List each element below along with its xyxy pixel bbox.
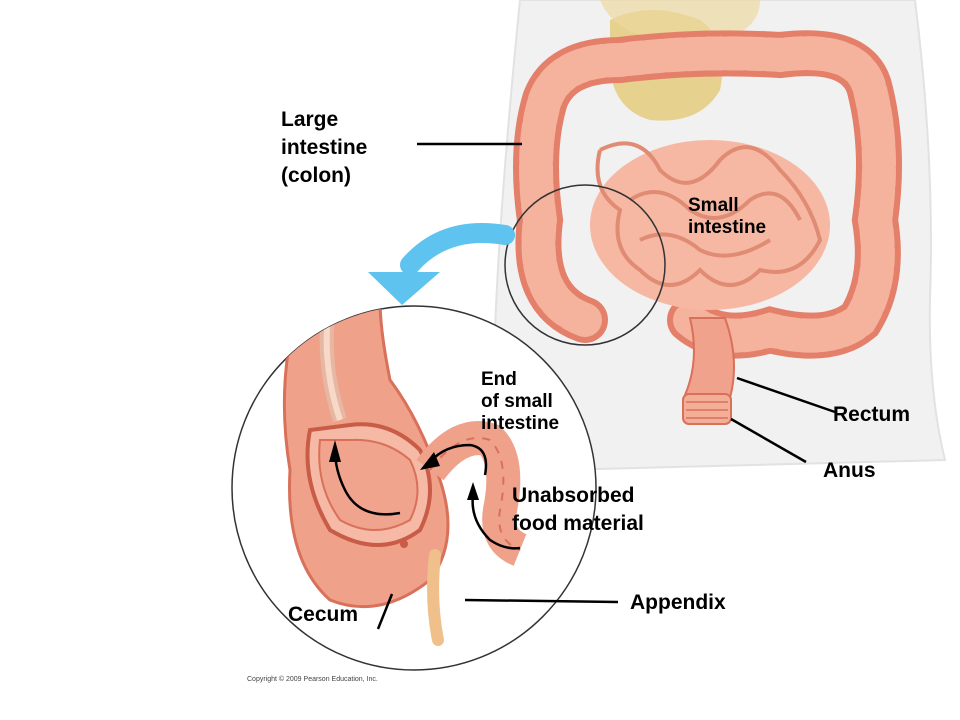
label-line: intestine <box>688 217 767 238</box>
label-unabsorbed-food: Unabsorbed food material <box>512 482 644 538</box>
label-line: food material <box>512 512 644 535</box>
label-small-intestine: Small intestine <box>688 195 766 239</box>
leader-lines <box>376 142 836 630</box>
label-large-intestine: Large intestine (colon) <box>281 106 367 190</box>
copyright-notice: Copyright © 2009 Pearson Education, Inc. <box>247 676 378 683</box>
large-intestine <box>513 30 902 359</box>
label-line: of small <box>481 391 553 412</box>
label-line: intestine <box>481 413 560 434</box>
label-appendix: Appendix <box>630 591 726 614</box>
label-rectum: Rectum <box>833 403 911 426</box>
label-line: Unabsorbed <box>512 484 635 507</box>
label-line: intestine <box>281 136 368 159</box>
label-end-small-intestine: End of small intestine <box>481 369 559 435</box>
label-line: End <box>481 369 517 390</box>
anus <box>682 393 732 425</box>
label-line: (colon) <box>281 164 351 187</box>
small-intestine <box>590 140 830 310</box>
label-anus: Anus <box>823 459 876 482</box>
label-cecum: Cecum <box>288 603 359 626</box>
label-line: Large <box>281 108 339 131</box>
zoom-arrow-icon <box>368 223 515 305</box>
zoom-reference-circle <box>504 184 666 346</box>
label-line: Small <box>688 195 739 216</box>
flow-arrows <box>329 440 521 550</box>
